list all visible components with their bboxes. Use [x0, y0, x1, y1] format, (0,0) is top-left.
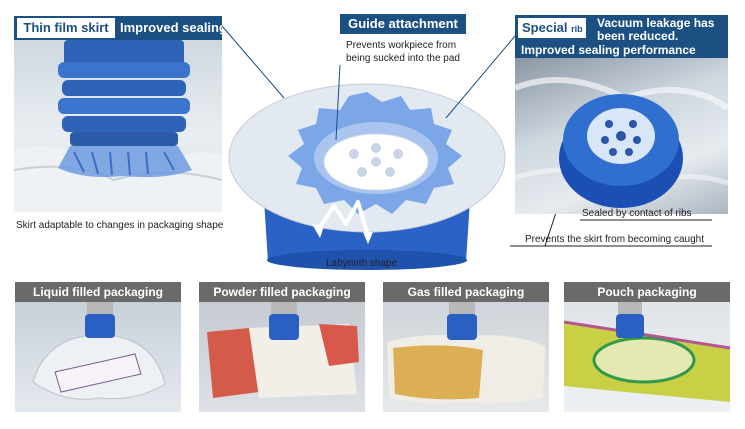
thin-film-caption: Skirt adaptable to changes in packaging …	[16, 220, 224, 231]
gas-packaging-card: Gas filled packaging	[383, 282, 549, 412]
rib-callout-2: Prevents the skirt from becoming caught	[525, 234, 704, 245]
guide-header: Guide attachment	[340, 14, 466, 34]
special-rib-tag: Special rib	[518, 18, 586, 38]
special-rib-line2: been reduced.	[597, 29, 679, 43]
labyrinth-caption: Labyrinth shape	[326, 258, 398, 269]
thin-film-tag: Thin film skirt	[17, 18, 115, 38]
gas-packaging-photo	[383, 302, 549, 412]
special-rib-tag-main: Special	[522, 20, 568, 35]
gas-packaging-label: Gas filled packaging	[383, 282, 549, 302]
powder-packaging-card: Powder filled packaging	[199, 282, 365, 412]
pouch-packaging-label: Pouch packaging	[564, 282, 730, 302]
special-rib-photo	[515, 58, 728, 214]
thin-film-title: Improved sealing	[120, 20, 227, 35]
liquid-packaging-label: Liquid filled packaging	[15, 282, 181, 302]
guide-pad-illustration	[228, 83, 506, 270]
guide-desc-2: being sucked into the pad	[346, 53, 460, 64]
special-rib-line3: Improved sealing performance	[521, 43, 696, 57]
guide-desc-1: Prevents workpiece from	[346, 40, 457, 51]
guide-title: Guide attachment	[348, 16, 458, 31]
rib-callout-1: Sealed by contact of ribs	[582, 208, 692, 219]
special-rib-tag-suffix: rib	[571, 24, 583, 34]
liquid-packaging-card: Liquid filled packaging	[15, 282, 181, 412]
powder-packaging-label: Powder filled packaging	[199, 282, 365, 302]
liquid-packaging-photo	[15, 302, 181, 412]
powder-packaging-photo	[199, 302, 365, 412]
pouch-packaging-photo	[564, 302, 730, 412]
pouch-packaging-card: Pouch packaging	[564, 282, 730, 412]
special-rib-line1: Vacuum leakage has	[597, 16, 715, 30]
thin-film-header: Thin film skirt Improved sealing	[14, 16, 227, 40]
thin-film-skirt-photo	[14, 40, 222, 212]
special-rib-header: Special rib Vacuum leakage has been redu…	[515, 15, 728, 58]
